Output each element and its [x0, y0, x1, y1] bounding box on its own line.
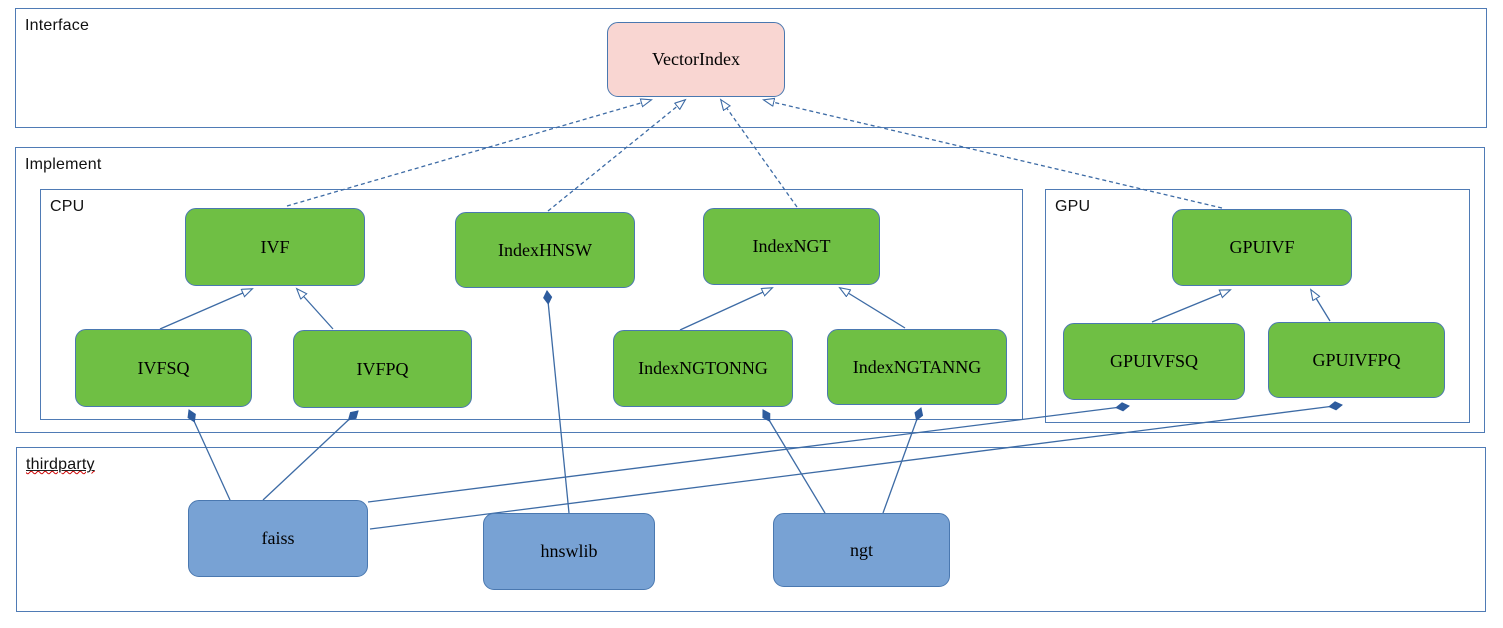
- node-faiss-label: faiss: [261, 528, 295, 548]
- node-indexhnsw-label: IndexHNSW: [498, 239, 592, 260]
- node-ivfpq-label: IVFPQ: [356, 358, 409, 379]
- container-interface-label: Interface: [25, 17, 90, 34]
- edge-faiss-ivfsq: [187, 409, 231, 501]
- node-ivfpq: IVFPQ: [293, 330, 472, 408]
- node-ivfsq-label: IVFSQ: [137, 357, 190, 378]
- edge-gpuivfpq-gpuivf: [1311, 290, 1331, 322]
- edge-indexngt-vectorindex: [721, 100, 798, 208]
- node-indexngtanng: IndexNGTANNG: [827, 329, 1007, 405]
- container-implement: Implement: [15, 147, 1485, 433]
- node-gpuivf: GPUIVF: [1172, 209, 1352, 286]
- container-interface: Interface: [15, 8, 1487, 128]
- node-indexhnsw: IndexHNSW: [455, 212, 635, 288]
- node-ivf: IVF: [185, 208, 365, 286]
- edge-faiss-gpuivfpq: [369, 401, 1343, 530]
- node-gpuivf-label: GPUIVF: [1229, 237, 1295, 257]
- node-hnswlib-label: hnswlib: [540, 541, 598, 561]
- edge-ivf-vectorindex: [286, 100, 651, 207]
- edge-ngt-indexngtonng: [762, 409, 826, 514]
- node-vectorindex: VectorIndex: [607, 22, 785, 97]
- container-gpu-label: GPU: [1055, 198, 1091, 215]
- edge-indexhnsw-vectorindex: [547, 100, 685, 212]
- container-gpu: GPU: [1045, 189, 1470, 423]
- container-implement-label: Implement: [25, 156, 102, 173]
- node-gpuivfpq-label: GPUIVFPQ: [1312, 349, 1401, 370]
- node-gpuivfpq: GPUIVFPQ: [1268, 322, 1445, 398]
- edge-ngt-indexngtanng: [882, 407, 924, 514]
- container-thirdparty: thirdparty: [16, 447, 1486, 612]
- node-indexngt-label: IndexNGT: [752, 236, 831, 256]
- edge-indexngtanng-indexngt: [840, 288, 906, 329]
- node-vectorindex-label: VectorIndex: [652, 49, 740, 69]
- node-indexngtonng-label: IndexNGTONNG: [638, 358, 768, 378]
- node-hnswlib: hnswlib: [483, 513, 655, 590]
- node-indexngtanng-label: IndexNGTANNG: [852, 356, 982, 377]
- node-ngt-label: ngt: [849, 539, 873, 560]
- container-cpu: CPU: [40, 189, 1023, 420]
- node-ivf-label: IVF: [260, 236, 290, 257]
- node-ngt: ngt: [773, 513, 950, 587]
- node-indexngtonng: IndexNGTONNG: [613, 330, 793, 407]
- node-ivfsq: IVFSQ: [75, 329, 252, 407]
- edge-ivfpq-ivf: [297, 289, 334, 330]
- node-indexngt: IndexNGT: [703, 208, 880, 285]
- edge-indexngtonng-indexngt: [679, 288, 772, 331]
- node-gpuivfsq-label: GPUIVFSQ: [1109, 351, 1199, 371]
- node-gpuivfsq: GPUIVFSQ: [1063, 323, 1245, 400]
- edge-hnswlib-indexhnsw: [543, 290, 570, 514]
- node-faiss: faiss: [188, 500, 368, 577]
- container-thirdparty-label: thirdparty: [26, 456, 95, 473]
- container-cpu-label: CPU: [50, 198, 85, 215]
- edge-gpuivfsq-gpuivf: [1151, 290, 1230, 323]
- edge-faiss-gpuivfsq: [367, 402, 1130, 503]
- edge-ivfsq-ivf: [159, 289, 252, 330]
- edge-gpuivf-vectorindex: [764, 100, 1223, 209]
- edge-faiss-ivfpq: [262, 410, 359, 501]
